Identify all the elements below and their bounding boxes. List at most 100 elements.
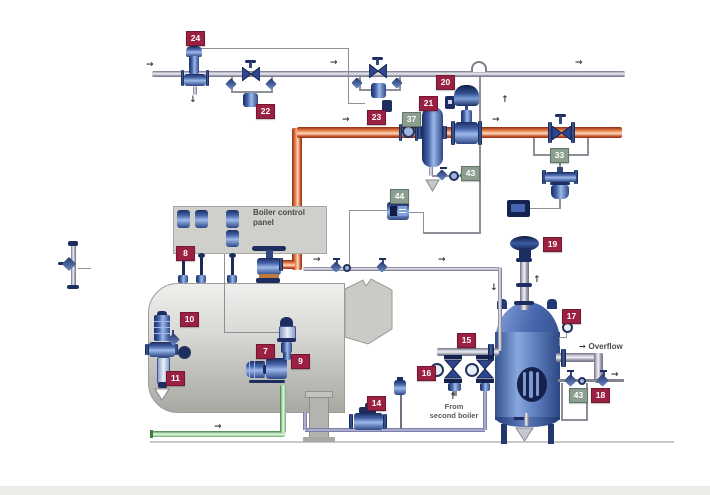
pump7-base [249,380,285,383]
valve33-inline-valve [552,126,571,140]
pump7-rib [254,361,255,378]
float19-neck [519,248,531,259]
valve37-flange [399,124,402,141]
bypass22-loop [231,91,273,93]
sensing-line [348,48,349,104]
outlet-valve-handle [567,370,574,372]
overflow-pipe-h [556,353,603,362]
tank-drain-stem [524,413,529,426]
valve20-flange [451,121,455,145]
tank-drain-handle [514,417,524,420]
manway-slat [523,372,526,396]
midline-valve-handle [333,258,340,260]
float19-flange [516,258,532,262]
flow-arrow-icon: → [438,255,446,265]
level-probe [182,257,185,277]
prv24-body [184,74,206,86]
valve22-stem [249,62,252,68]
outlet-valve-stem [570,372,572,376]
controller44-screen-right [398,206,407,216]
flow-arrow-icon: → [146,60,154,70]
bypass33-loop [533,138,535,156]
tag-16: 16 [417,366,436,381]
flow-arrow-icon: ↓ [490,283,498,293]
valve14-flange [383,414,387,429]
flow-arrow-icon: → [575,58,583,68]
tag-21: 21 [419,96,438,111]
midline-trap [343,264,351,272]
tag-11: 11 [166,371,185,386]
meter33-body [551,185,569,199]
tag-10: 10 [180,312,199,327]
float19-flange [514,301,534,305]
bypass33-loop [587,138,589,156]
prv24-flange [181,70,184,86]
bypass22-isolation-valve [225,78,237,90]
panel-module [195,210,208,228]
flow-arrow-icon: ↑ [501,95,509,105]
controller44-screen-line [399,212,406,213]
crown-valve-hub [266,250,273,259]
sample-stub-line [78,268,91,269]
valve20-yoke [461,110,472,123]
boiler-control-panel-box [173,206,327,254]
level-probe [231,257,234,277]
display-link [530,208,560,209]
tank-inlet-header [437,348,499,356]
panel-signal-line [224,253,225,333]
probe-base [178,275,188,283]
valve22-inline-valve [242,67,260,81]
bypass23-reducing-valve [371,83,386,98]
overflow-pipe-v [594,353,603,382]
check15-left-valve [444,355,462,383]
outlet-bypass-loop [561,419,588,421]
level-probe [229,253,236,258]
feedtank-lug-left [497,299,507,309]
feedtank-leg-right [548,424,554,444]
chamber-flange [145,344,149,355]
feedwater-pipe-h [152,431,285,437]
sensing-line [196,48,349,49]
overflow-annotation: → Overflow [579,342,623,351]
crown-valve-base [256,278,280,283]
meter33-flange [574,170,578,184]
overflow-flange [561,349,566,367]
outlet-valve-stem [603,372,605,376]
level-probe [198,253,205,258]
valve33-flange [548,122,552,143]
valve23-inline-valve [369,64,387,78]
probe-base [196,275,206,283]
controller44-screen-left [390,206,397,216]
manway-slat [536,372,539,396]
valve37-flange [415,124,418,141]
flow-arrow-icon: → [492,115,500,125]
from-second-boiler-line2: second boiler [429,411,479,420]
bypass22-isolation-valve [265,78,277,90]
meter33-drop [559,197,561,209]
crown-valve-body [257,258,281,275]
chamber-flange [174,344,178,355]
tag-18: 18 [591,388,610,403]
check9-lower [281,342,292,353]
crown-valve-stub [277,260,295,269]
crown-valve-copper-ring [259,274,279,278]
check15-left-stub [452,391,457,396]
tank-drain-arrow [515,427,534,442]
meter33-flange [542,170,546,184]
manway-slat [529,371,533,398]
tag-43-outlet: 43 [569,388,588,403]
check9-flange [277,338,296,342]
boiler-flue [344,278,393,345]
tag-8: 8 [176,246,195,261]
flow-arrow-icon: ↓ [189,95,197,105]
pipe-crossover-loop [471,61,487,72]
blowdown-arrow [154,388,170,401]
controller-link [349,210,389,211]
sensing-line [348,103,365,104]
tag-14: 14 [367,396,386,411]
panel-signal-line [224,332,286,333]
float19-flange [516,283,532,287]
flow-arrow-icon: ↑ [533,275,541,285]
trap43-trap [449,171,459,181]
tag-33: 33 [550,148,569,163]
